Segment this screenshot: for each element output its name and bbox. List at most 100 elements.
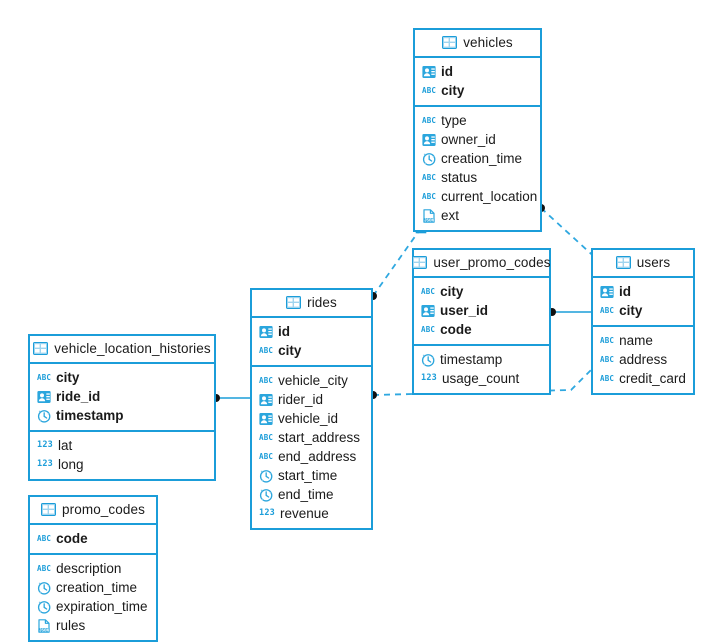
string-icon: ABC	[37, 373, 52, 382]
column-name: city	[278, 343, 302, 358]
number-icon: 123	[259, 508, 275, 518]
string-icon: ABC	[259, 452, 274, 461]
column-name: start_address	[278, 430, 360, 445]
column-name: city	[619, 303, 643, 318]
table-icon	[286, 296, 302, 309]
column-name: ext	[441, 208, 460, 223]
column-name: timestamp	[440, 352, 503, 367]
uuid-icon	[421, 304, 435, 318]
column-row-users-id[interactable]: id	[593, 282, 693, 301]
column-row-user_promo_codes-user_id[interactable]: user_id	[414, 301, 549, 320]
table-header-user_promo_codes[interactable]: user_promo_codes	[412, 250, 550, 278]
column-name: city	[56, 370, 80, 385]
column-row-vehicle_location_histories-ride_id[interactable]: ride_id	[30, 387, 214, 406]
column-row-rides-rider_id[interactable]: rider_id	[252, 390, 371, 409]
uuid-icon	[422, 65, 436, 79]
column-row-vehicles-owner_id[interactable]: owner_id	[415, 130, 540, 149]
column-name: creation_time	[56, 580, 138, 595]
timestamp-icon	[422, 152, 436, 166]
column-name: id	[278, 324, 290, 339]
column-row-rides-end_time[interactable]: end_time	[252, 485, 371, 504]
uuid-icon	[600, 285, 614, 299]
column-row-promo_codes-expiration_time[interactable]: expiration_time	[30, 597, 156, 616]
relationship-user_promo_codes-to-users[interactable]	[548, 308, 591, 316]
column-row-rides-vehicle_id[interactable]: vehicle_id	[252, 409, 371, 428]
json-icon: JSON	[422, 208, 436, 223]
uuid-icon	[37, 390, 51, 404]
column-name: expiration_time	[56, 599, 148, 614]
timestamp-icon	[259, 469, 273, 483]
timestamp-icon	[259, 488, 273, 502]
string-icon: ABC	[422, 86, 437, 95]
column-row-vehicle_location_histories-timestamp[interactable]: timestamp	[30, 406, 214, 425]
table-header-promo_codes[interactable]: promo_codes	[30, 497, 156, 525]
column-row-user_promo_codes-timestamp[interactable]: timestamp	[414, 350, 549, 369]
relationship-vehicle_location_histories-to-rides[interactable]	[212, 394, 250, 402]
number-icon: 123	[37, 459, 53, 469]
table-title: users	[636, 255, 671, 270]
column-name: long	[57, 457, 84, 472]
timestamp-icon	[37, 409, 51, 423]
column-name: end_time	[278, 487, 334, 502]
column-row-promo_codes-creation_time[interactable]: creation_time	[30, 578, 156, 597]
table-title: promo_codes	[62, 502, 145, 517]
column-row-rides-id[interactable]: id	[252, 322, 371, 341]
column-row-vehicle_location_histories-long[interactable]: 123 long	[30, 455, 214, 474]
column-row-vehicles-ext[interactable]: JSON ext	[415, 206, 540, 225]
string-icon: ABC	[600, 336, 615, 345]
column-name: city	[440, 284, 464, 299]
column-row-rides-start_time[interactable]: start_time	[252, 466, 371, 485]
column-row-vehicle_location_histories-city[interactable]: ABC city	[30, 368, 214, 387]
string-icon: ABC	[421, 287, 436, 296]
timestamp-icon	[37, 581, 51, 595]
table-header-vehicles[interactable]: vehicles	[415, 30, 540, 58]
column-name: owner_id	[441, 132, 496, 147]
column-row-user_promo_codes-city[interactable]: ABC city	[414, 282, 549, 301]
column-row-vehicles-creation_time[interactable]: creation_time	[415, 149, 540, 168]
column-name: vehicle_city	[278, 373, 348, 388]
uuid-icon	[259, 325, 273, 339]
column-row-vehicles-id[interactable]: id	[415, 62, 540, 81]
table-header-rides[interactable]: rides	[252, 290, 371, 318]
string-icon: ABC	[422, 116, 437, 125]
table-header-users[interactable]: users	[593, 250, 693, 278]
string-icon: ABC	[421, 325, 436, 334]
table-icon	[412, 256, 428, 269]
uuid-icon	[259, 393, 273, 407]
column-name: usage_count	[441, 371, 520, 386]
table-header-vehicle_location_histories[interactable]: vehicle_location_histories	[30, 336, 214, 364]
column-name: rider_id	[278, 392, 324, 407]
